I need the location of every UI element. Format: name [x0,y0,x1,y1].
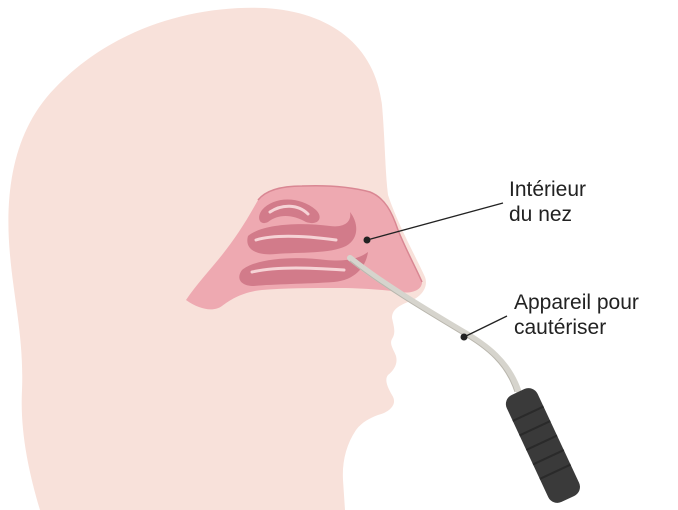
leader-dot-nose [364,237,371,244]
leader-line-device [464,316,507,337]
leader-dot-device [461,334,468,341]
label-cautery-device: Appareil pour cautériser [514,290,639,340]
label-nose-interior-line1: Intérieur [509,177,586,202]
handle [503,385,584,506]
label-nose-interior-line2: du nez [509,202,586,227]
label-cautery-device-line2: cautériser [514,315,639,340]
label-nose-interior: Intérieur du nez [509,177,586,227]
label-cautery-device-line1: Appareil pour [514,290,639,315]
